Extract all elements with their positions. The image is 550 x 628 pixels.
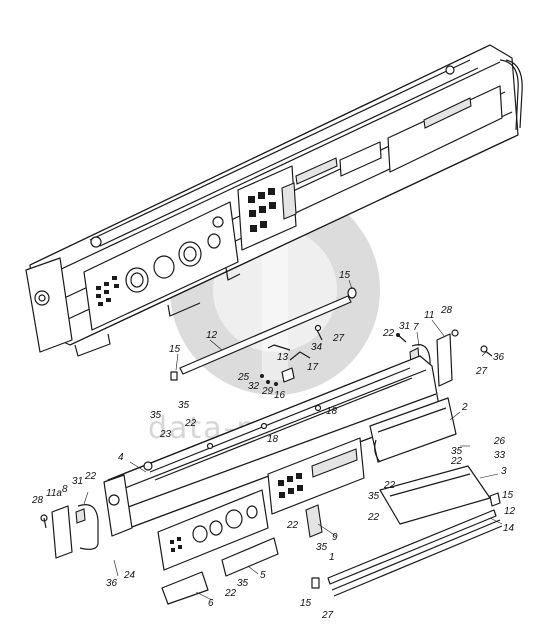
callout-22: 22 (224, 588, 237, 599)
callout-12: 12 (504, 506, 516, 517)
callout-35: 35 (178, 400, 190, 411)
callout-22: 22 (450, 456, 463, 467)
upper-dashboard-assembly (25, 44, 523, 357)
gauges-upper (125, 216, 224, 293)
callout-33: 33 (494, 450, 506, 461)
callout-15: 15 (339, 270, 351, 281)
tray-3 (379, 465, 491, 525)
callout-35: 35 (316, 542, 328, 553)
cover-2 (369, 397, 457, 463)
cover-5 (221, 537, 279, 577)
callout-2: 2 (461, 402, 468, 413)
callout-31: 31 (72, 476, 83, 487)
callout-35: 35 (150, 410, 162, 421)
callout-28: 28 (440, 305, 453, 316)
callout-35: 35 (368, 491, 380, 502)
callout-36: 36 (106, 578, 118, 589)
callout-22: 22 (367, 512, 380, 523)
callout-8: 8 (62, 484, 68, 495)
callout-6: 6 (208, 598, 214, 609)
callout-13: 13 (277, 352, 289, 363)
callout-22: 22 (383, 480, 396, 491)
callout-7: 7 (413, 322, 419, 333)
instrument-panel-lower (157, 489, 269, 571)
callout-25: 25 (237, 372, 250, 383)
callout-14: 14 (503, 523, 515, 534)
callout-27: 27 (321, 610, 334, 621)
callout-15: 15 (169, 344, 181, 355)
indicator-lamps-upper (96, 276, 119, 306)
callout-31: 31 (399, 321, 410, 332)
callout-17: 17 (307, 362, 319, 373)
callout-34: 34 (311, 342, 323, 353)
callout-35: 35 (451, 446, 463, 457)
callout-22: 22 (286, 520, 299, 531)
callout-22: 22 (84, 471, 97, 482)
cover-6 (161, 571, 209, 605)
callout-labels: 15 12 15 13 17 34 27 25 32 29 16 22 31 1… (31, 270, 516, 621)
callout-5: 5 (260, 570, 266, 581)
callout-36: 36 (493, 352, 505, 363)
clip-15-lower (311, 577, 320, 589)
callout-22: 22 (382, 328, 395, 339)
callout-27: 27 (475, 366, 488, 377)
callout-26: 26 (493, 436, 506, 447)
callout-18: 18 (267, 434, 279, 445)
callout-1: 1 (329, 552, 335, 563)
callout-29: 29 (261, 386, 274, 397)
strip-14 (331, 519, 501, 591)
insert-9 (305, 504, 323, 538)
callout-15: 15 (300, 598, 312, 609)
switch-panel-lower (267, 437, 365, 515)
clip-15-right (489, 492, 501, 507)
callout-23: 23 (159, 429, 172, 440)
callout-18: 18 (326, 406, 338, 417)
switch-grid-upper (248, 188, 276, 232)
rod-12-upper (170, 287, 357, 386)
callout-12: 12 (206, 330, 218, 341)
callout-27: 27 (332, 333, 345, 344)
callout-28: 28 (31, 495, 44, 506)
callout-11a: 11a (46, 488, 62, 499)
callout-32: 32 (248, 381, 260, 392)
bracket-group-left (40, 504, 99, 559)
rod-12-lower (327, 509, 497, 585)
callout-4: 4 (118, 452, 124, 463)
callout-35: 35 (237, 578, 249, 589)
callout-16: 16 (274, 390, 286, 401)
leader-lines (83, 279, 503, 601)
callout-24: 24 (123, 570, 136, 581)
callout-22: 22 (184, 418, 197, 429)
callout-11: 11 (424, 310, 434, 321)
callout-9: 9 (332, 532, 338, 543)
callout-15: 15 (502, 490, 514, 501)
callout-3: 3 (501, 466, 507, 477)
